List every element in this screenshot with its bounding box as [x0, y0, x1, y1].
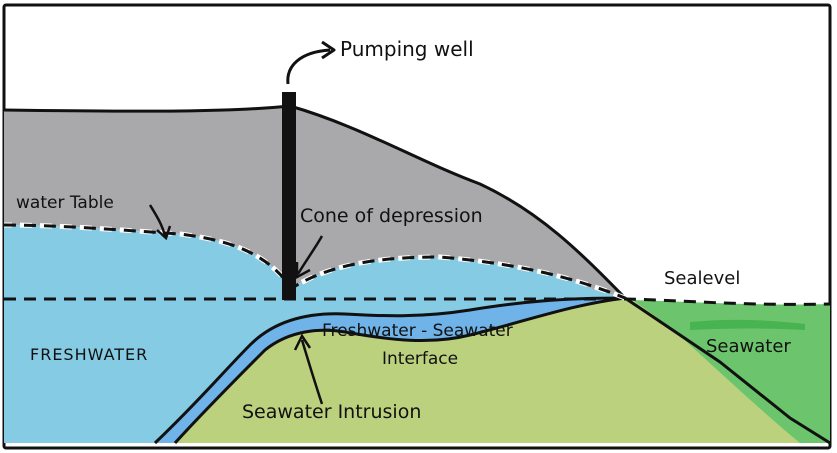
seawater-label: Seawater [706, 336, 791, 357]
seawater-intrusion-label: Seawater Intrusion [242, 401, 421, 423]
seawater-intrusion-band [155, 298, 625, 443]
pumping-well-arrowhead [321, 40, 336, 60]
intrusion-outline-bottom [173, 296, 626, 445]
pumping-well-label: Pumping well [340, 37, 474, 61]
land-surface-outline [3, 104, 831, 445]
pumping-well-arrow [286, 48, 331, 85]
freshwater-label: FRESHWATER [30, 345, 148, 364]
sea-level-line [4, 297, 831, 306]
sea-level-label: Sealevel [664, 268, 740, 289]
cone-of-depression-label: Cone of depression [300, 205, 483, 227]
seawater-intrusion-arrow [300, 339, 324, 405]
water-table-label: water Table [16, 193, 114, 213]
freshwater-body [4, 225, 625, 443]
seabed-wedge [175, 298, 830, 443]
water-table-arrowhead [156, 225, 172, 241]
interface-label-line2: Interface [382, 349, 458, 369]
cone-of-depression-arrowhead [295, 262, 311, 280]
intrusion-outline-top [153, 296, 626, 445]
land-surface [4, 106, 625, 298]
water-table-arrow [148, 204, 167, 237]
pumping-well [282, 92, 296, 300]
seawater-intrusion-arrowhead [293, 333, 312, 351]
seawater-highlight [690, 319, 805, 330]
cone-of-depression-arrow [296, 235, 324, 275]
interface-label-line1: Freshwater - Seawater [322, 321, 513, 341]
